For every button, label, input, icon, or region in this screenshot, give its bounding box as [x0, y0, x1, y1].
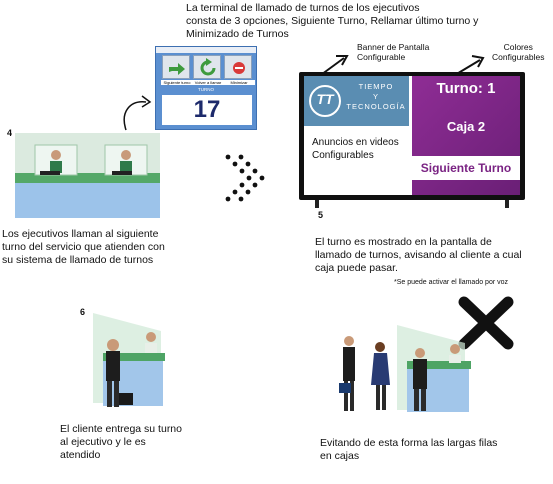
- logo-icon: [309, 85, 341, 117]
- logo-text: TT: [316, 91, 334, 107]
- terminal-intro-line: consta de 3 opciones, Siguiente Turno, R…: [186, 15, 479, 27]
- ads-text: Anuncios en videos Configurables: [312, 136, 399, 162]
- call-terminal-window: Siguiente turno Volver a llamar Minimiza…: [155, 46, 257, 130]
- step-5-number: 5: [318, 210, 324, 220]
- tv-screen: TT TIEMPO Y TECNOLOGÍA Anuncios en video…: [304, 76, 520, 195]
- minimize-label: Minimizar: [223, 80, 255, 85]
- refresh-icon: [200, 58, 216, 76]
- dotted-chevrons-icon: [225, 154, 265, 202]
- tv-stand: [299, 200, 525, 208]
- colors-label: Colores Configurables: [492, 42, 544, 62]
- step-6-line: atendido: [60, 449, 101, 461]
- colors-label-line: Colores: [503, 42, 533, 52]
- tv-turn-number: Turno: 1: [436, 80, 496, 97]
- final-line: en cajas: [320, 450, 360, 462]
- brand-name: TIEMPO Y TECNOLOGÍA: [344, 82, 408, 112]
- terminal-titlebar: [156, 47, 256, 53]
- banner-label-line: Configurable: [357, 52, 406, 62]
- terminal-intro-line: Minimizado de Turnos: [186, 28, 289, 40]
- final-line: Evitando de esta forma las largas filas: [320, 437, 498, 449]
- brand-line: TIEMPO: [358, 82, 394, 91]
- ads-line: Configurables: [312, 150, 374, 161]
- step-5-line: caja puede pasar.: [315, 262, 398, 274]
- executives-illustration: [15, 133, 160, 218]
- step-4-line: turno del servicio que atienden con: [2, 241, 165, 253]
- voice-note: *Se puede activar el llamado por voz: [394, 279, 509, 286]
- step-4-line: Los ejecutivos llaman al siguiente: [2, 228, 159, 240]
- step-6-line: al ejecutivo y le es: [60, 436, 146, 448]
- queue-illustration: [339, 325, 471, 412]
- tv-banner: TT TIEMPO Y TECNOLOGÍA: [304, 76, 409, 126]
- display-screen-tv: TT TIEMPO Y TECNOLOGÍA Anuncios en video…: [299, 72, 525, 208]
- tv-next-turn: Siguiente Turno: [412, 156, 520, 180]
- customer-service-illustration: [93, 313, 165, 407]
- brand-line: Y: [372, 92, 379, 101]
- next-turn-label: Siguiente turno: [161, 80, 193, 85]
- terminal-turn-title: TURNO: [198, 87, 214, 92]
- step-4-line: su sistema de llamado de turnos: [2, 254, 154, 266]
- banner-label-line: Banner de Pantalla: [357, 42, 430, 52]
- tv-cashier-box: Caja 2: [446, 119, 486, 134]
- step-4-number: 4: [7, 128, 13, 138]
- terminal-intro-text: La terminal de llamado de turnos de los …: [186, 2, 486, 41]
- step-5-line: El turno es mostrado en la pantalla de: [315, 236, 492, 248]
- final-text: Evitando de esta forma las largas filas …: [320, 437, 540, 463]
- step-6-line: El cliente entrega su turno: [60, 423, 182, 435]
- brand-line: TECNOLOGÍA: [346, 102, 406, 111]
- minimize-button[interactable]: Minimizar: [223, 55, 255, 85]
- arrow-right-icon: [169, 63, 185, 75]
- terminal-turn-number: 17: [162, 95, 252, 125]
- step-5-line: llamado de turnos, avisando al cliente a…: [315, 249, 522, 261]
- cross-x-icon: [458, 296, 514, 350]
- step-5-text: El turno es mostrado en la pantalla de l…: [315, 236, 545, 275]
- terminal-intro-line: La terminal de llamado de turnos de los …: [186, 2, 420, 14]
- step-6-text: El cliente entrega su turno al ejecutivo…: [60, 423, 210, 462]
- ads-line: Anuncios en videos: [312, 137, 399, 148]
- step-6-number: 6: [80, 307, 86, 317]
- banner-label: Banner de Pantalla Configurable: [357, 42, 429, 62]
- colors-label-line: Configurables: [492, 52, 545, 62]
- minus-circle-icon: [233, 62, 245, 74]
- step-4-text: Los ejecutivos llaman al siguiente turno…: [2, 228, 192, 267]
- recall-turn-button[interactable]: Volver a llamar: [192, 55, 224, 85]
- curved-arrow-icon: [123, 95, 152, 131]
- recall-turn-label: Volver a llamar: [192, 80, 224, 85]
- next-turn-button[interactable]: Siguiente turno: [161, 55, 193, 85]
- tv-turn-panel: Turno: 1 Caja 2 Siguiente Turno: [412, 76, 520, 195]
